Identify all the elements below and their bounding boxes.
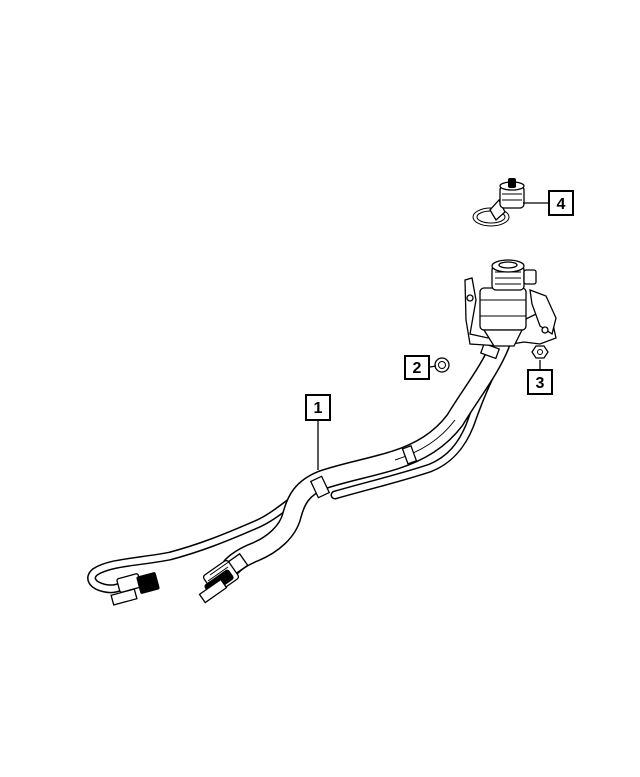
callout-1-label: 1 <box>314 400 323 417</box>
vent-line <box>87 473 335 594</box>
callout-3-label: 3 <box>536 375 545 392</box>
callout-4[interactable]: 4 <box>548 190 574 216</box>
hex-nut <box>531 345 549 359</box>
main-fill-hose <box>222 335 510 576</box>
fuel-cap <box>472 178 525 227</box>
callout-2[interactable]: 2 <box>404 355 430 380</box>
clip-nut <box>434 357 450 373</box>
callout-4-label: 4 <box>557 196 566 213</box>
filler-neck-housing <box>464 259 557 347</box>
callout-2-label: 2 <box>413 360 422 377</box>
vent-line-connector <box>110 572 160 606</box>
leader-2 <box>429 365 437 368</box>
main-line-connector <box>198 552 249 604</box>
callout-3[interactable]: 3 <box>527 369 553 395</box>
callout-1[interactable]: 1 <box>305 394 331 421</box>
